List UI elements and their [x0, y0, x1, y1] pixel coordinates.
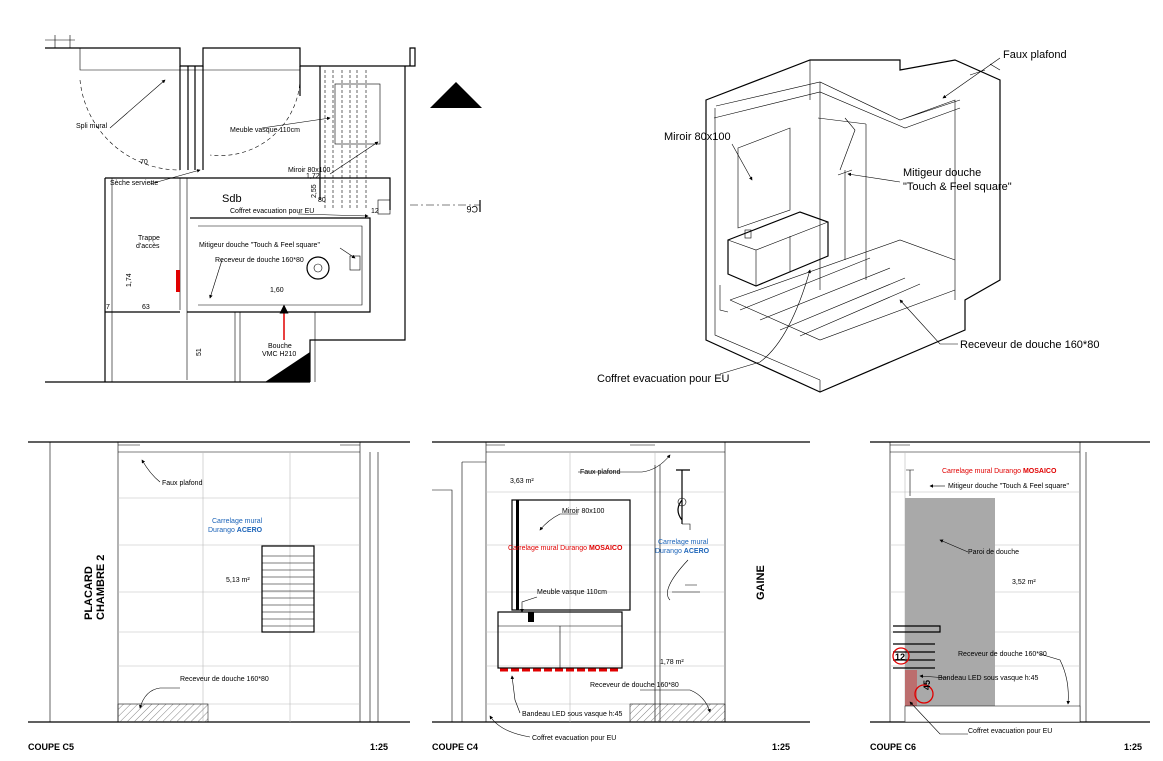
c4-gaine: GAINE — [755, 565, 767, 600]
c5-area: 5,13 m² — [226, 577, 250, 584]
vmc-triangle — [265, 352, 310, 382]
label-mitigeur: Mitigeur douche "Touch & Feel square" — [199, 242, 320, 249]
dim-7: 7 — [106, 304, 110, 311]
label-miroir: Miroir 80x100 — [288, 167, 331, 174]
c4-mosaico: Carrelage mural Durango MOSAICO — [508, 545, 623, 552]
dim-160: 1,60 — [270, 287, 284, 294]
section-c6: Carrelage mural Durango MOSAICO Mitigeur… — [870, 441, 1150, 752]
iso-vanity — [727, 211, 829, 287]
c5-carrelage-2: Durango ACERO — [208, 527, 263, 534]
c6-title: COUPE C6 — [870, 742, 916, 752]
c4-bandeau: Bandeau LED sous vasque h:45 — [522, 711, 623, 718]
c6-num-45: 45 — [922, 680, 932, 690]
label-meuble: Meuble vasque 110cm — [230, 127, 300, 134]
c6-mitigeur: Mitigeur douche "Touch & Feel square" — [948, 483, 1069, 490]
dim-174: 1,74 — [126, 273, 133, 287]
isometric-view: Faux plafond Miroir 80x100 Mitigeur douc… — [597, 49, 1099, 393]
c6-shower-panel — [905, 498, 995, 706]
c4-faux-plafond: Faux plafond — [580, 469, 621, 476]
c4-shower-icon — [667, 469, 700, 601]
c5-side-label-1: PLACARD — [83, 566, 95, 620]
iso-mirror — [737, 127, 791, 229]
iso-label-mitigeur-2: "Touch & Feel square" — [903, 181, 1012, 193]
c6-coffret: Coffret evacuation pour EU — [968, 728, 1052, 735]
iso-label-miroir: Miroir 80x100 — [664, 131, 731, 143]
c6-receveur: Receveur de douche 160*80 — [958, 651, 1047, 658]
c4-scale: 1:25 — [772, 742, 790, 752]
iso-label-receveur: Receveur de douche 160*80 — [960, 339, 1099, 351]
label-receveur: Receveur de douche 160*80 — [215, 257, 304, 264]
c6-bandeau: Bandeau LED sous vasque h:45 — [938, 675, 1039, 682]
c4-title: COUPE C4 — [432, 742, 478, 752]
iso-outline — [705, 59, 1001, 393]
c4-area-bot: 1,78 m² — [660, 659, 684, 666]
label-trappe-1: Trappe — [138, 235, 160, 242]
dim-12: 12 — [371, 208, 379, 215]
c6-marker-45 — [914, 684, 934, 704]
c4-acero-1: Carrelage mural — [658, 539, 709, 546]
c5-title: COUPE C5 — [28, 742, 74, 752]
iso-label-faux-plafond: Faux plafond — [1003, 49, 1067, 61]
iso-label-coffret: Coffret evacuation pour EU — [597, 373, 730, 385]
label-bouche-1: Bouche — [268, 343, 292, 350]
c5-carrelage-1: Carrelage mural — [212, 518, 263, 525]
north-arrow-icon — [430, 82, 482, 108]
shower-drain-icon — [306, 256, 330, 280]
c4-miroir: Miroir 80x100 — [562, 508, 605, 515]
c6-scale: 1:25 — [1124, 742, 1142, 752]
dim-172: 1,72 — [306, 173, 320, 180]
c6-area: 3,52 m² — [1012, 579, 1036, 586]
c4-acero-2: Durango ACERO — [655, 548, 710, 555]
dim-255: 2,55 — [311, 184, 318, 198]
label-spli: Spli mural — [76, 123, 108, 130]
label-trappe-2: d'accès — [136, 243, 160, 250]
c6-mosaico: Carrelage mural Durango MOSAICO — [942, 468, 1057, 475]
dim-70: 70 — [140, 159, 148, 166]
section-c5: PLACARD CHAMBRE 2 Faux plafond Carrelage… — [28, 441, 410, 752]
c5-scale: 1:25 — [370, 742, 388, 752]
c5-side-label-2: CHAMBRE 2 — [95, 555, 107, 620]
label-bouche-2: VMC H210 — [262, 351, 296, 358]
c6-paroi: Paroi de douche — [968, 549, 1019, 556]
plan-walls — [45, 47, 416, 382]
c5-receveur: Receveur de douche 160*80 — [180, 676, 269, 683]
room-label: Sdb — [222, 193, 242, 205]
dim-51: 51 — [196, 348, 203, 356]
iso-label-mitigeur-1: Mitigeur douche — [903, 167, 981, 179]
c4-meuble: Meuble vasque 110cm — [537, 589, 607, 596]
c4-area-top: 3,63 m² — [510, 478, 534, 485]
dim-63: 63 — [142, 304, 150, 311]
c6-marker-12 — [892, 647, 910, 665]
dim-80: 80 — [318, 197, 326, 204]
floor-plan: Spli mural Meuble vasque 110cm 70 Miroir… — [45, 35, 482, 383]
section-c4: 3,63 m² Faux plafond Miroir 80x100 Carre… — [432, 441, 810, 752]
c6-num-12: 12 — [895, 652, 905, 662]
c4-receveur: Receveur de douche 160*80 — [590, 682, 679, 689]
label-coffret: Coffret evacuation pour EU — [230, 208, 314, 215]
section-mark-c6: C6 — [466, 204, 478, 214]
c4-mirror — [511, 499, 631, 611]
label-seche: Sèche serviette — [110, 180, 158, 187]
towel-radiator-icon — [261, 545, 315, 633]
c4-coffret: Coffret evacuation pour EU — [532, 735, 616, 742]
c5-faux-plafond: Faux plafond — [162, 480, 203, 487]
